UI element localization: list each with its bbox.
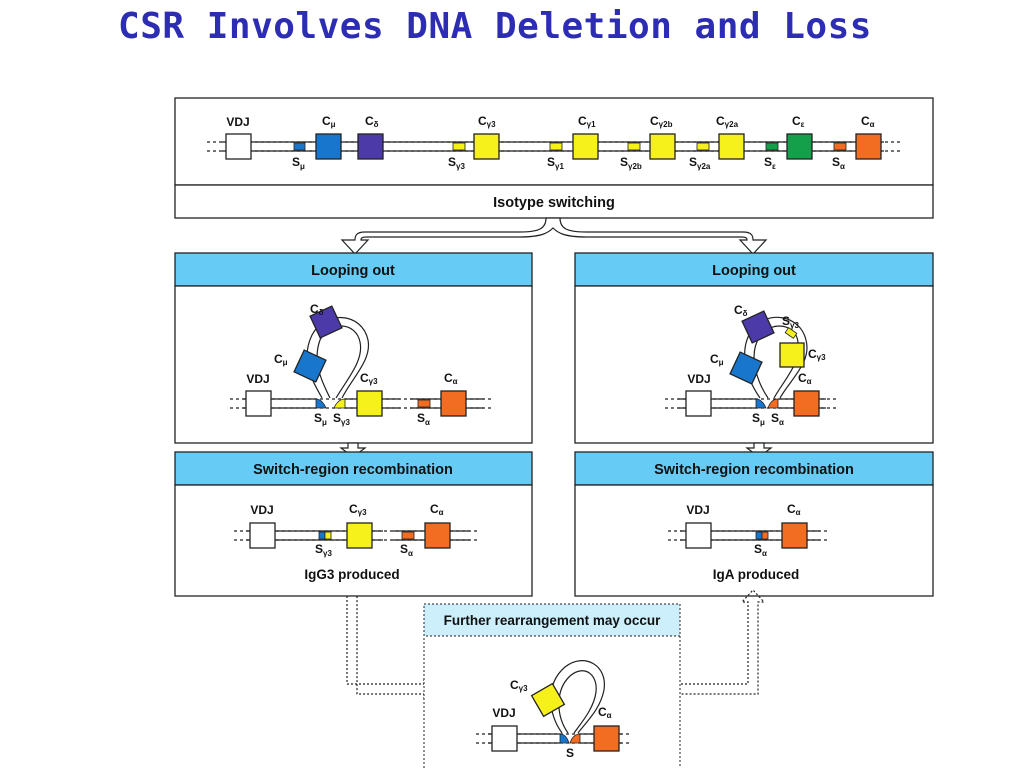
further-s-label: S: [566, 746, 574, 760]
right-loop-c-delta: [741, 310, 775, 344]
c-delta-segment: [357, 133, 384, 160]
right-loop-c-gamma3: [779, 342, 805, 368]
s-epsilon-region: [765, 142, 779, 151]
s-gamma2a-label: Sγ2a: [689, 155, 711, 171]
branch-arrow: [340, 217, 768, 255]
left-loop-s-mu-label: Sμ: [314, 411, 327, 427]
right-recombination-header: Switch-region recombination: [654, 462, 854, 478]
right-recomb-s-alpha-label: Sα: [754, 542, 767, 558]
further-c-gamma3: [530, 682, 566, 718]
c-gamma2a-label: Cγ2a: [716, 114, 739, 129]
left-loop-c-alpha-label: Cα: [444, 371, 458, 386]
c-gamma2b-segment: [649, 133, 676, 160]
right-loop-s-mu-label: Sμ: [752, 411, 765, 427]
left-loop-s-gamma3-label: Sγ3: [333, 411, 350, 427]
left-loop-c-delta-label: Cδ: [310, 302, 324, 317]
right-loop-vdj-label: VDJ: [687, 372, 710, 386]
left-recomb-s-gamma3-label: Sγ3: [315, 542, 332, 558]
c-gamma2a-segment: [718, 133, 745, 160]
vdj-segment: [225, 133, 252, 160]
right-looping-header: Looping out: [712, 263, 796, 279]
s-mu-region: [293, 142, 306, 151]
s-epsilon-label: Sε: [764, 155, 776, 171]
right-loop-c-gamma3-label: Cγ3: [808, 347, 826, 362]
left-recomb-c-alpha-label: Cα: [430, 502, 444, 517]
left-loop-s-alpha-label: Sα: [417, 411, 430, 427]
s-mu-label: Sμ: [292, 155, 305, 171]
c-mu-segment: [315, 133, 342, 160]
left-recomb-s-alpha-label: Sα: [400, 542, 413, 558]
slide-title: CSR Involves DNA Deletion and Loss: [118, 6, 872, 47]
further-rearrangement-panel: Further rearrangement may occur VDJ Cγ3 …: [423, 603, 681, 768]
s-gamma3-region: [452, 142, 466, 151]
s-gamma2a-region: [696, 142, 710, 151]
further-c-alpha-label: Cα: [598, 705, 612, 720]
vdj-label: VDJ: [226, 115, 249, 129]
c-gamma3-label: Cγ3: [478, 114, 496, 129]
right-recomb-c-alpha: [781, 522, 808, 549]
left-looping-header: Looping out: [311, 263, 395, 279]
left-loop-c-alpha: [440, 390, 467, 417]
right-recomb-vdj: [685, 522, 712, 549]
right-loop-s-alpha-label: Sα: [771, 411, 784, 427]
s-gamma3-label: Sγ3: [448, 155, 465, 171]
c-gamma2b-label: Cγ2b: [650, 114, 673, 129]
right-looping-panel: Looping out VDJ Cδ Cμ Sγ3 Cγ3 Cα Sμ Sα: [574, 252, 934, 444]
right-loop-c-mu: [729, 351, 763, 385]
left-recomb-vdj-label: VDJ: [250, 503, 273, 517]
left-recomb-vdj: [249, 522, 276, 549]
s-gamma2b-region: [627, 142, 641, 151]
right-recomb-vdj-label: VDJ: [686, 503, 709, 517]
c-epsilon-segment: [786, 133, 813, 160]
s-alpha-label: Sα: [832, 155, 845, 171]
left-loop-c-delta: [309, 305, 343, 339]
further-rearrangement-label: Further rearrangement may occur: [444, 613, 662, 628]
left-loop-c-gamma3: [356, 390, 383, 417]
further-c-gamma3-label: Cγ3: [510, 678, 528, 693]
right-loop-c-alpha: [793, 390, 820, 417]
c-gamma1-segment: [572, 133, 599, 160]
right-loop-c-delta-label: Cδ: [734, 303, 748, 318]
left-looping-panel: Looping out VDJ Cδ Cμ Cγ3 Sμ Sγ3 Cα: [174, 252, 533, 444]
s-gamma1-region: [549, 142, 563, 151]
right-loop-s-gamma3-label: Sγ3: [782, 314, 799, 330]
left-recomb-c-gamma3: [346, 522, 373, 549]
igg3-produced-label: IgG3 produced: [304, 567, 399, 582]
right-loop-vdj: [685, 390, 712, 417]
left-recombination-panel: Switch-region recombination VDJ Sγ3 Cγ3 …: [174, 451, 533, 597]
iga-produced-label: IgA produced: [713, 567, 800, 582]
c-alpha-label: Cα: [861, 114, 875, 129]
left-loop-vdj: [245, 390, 272, 417]
left-loop-vdj-label: VDJ: [246, 372, 269, 386]
right-recomb-c-alpha-label: Cα: [787, 502, 801, 517]
c-epsilon-label: Cε: [792, 114, 805, 129]
left-loop-c-mu: [293, 349, 327, 383]
further-vdj: [491, 725, 518, 752]
s-alpha-region: [833, 142, 847, 151]
left-loop-c-gamma3-label: Cγ3: [360, 371, 378, 386]
c-gamma1-label: Cγ1: [578, 114, 596, 129]
left-recomb-c-gamma3-label: Cγ3: [349, 502, 367, 517]
left-recombination-header: Switch-region recombination: [253, 462, 453, 478]
right-loop-c-mu-label: Cμ: [710, 352, 724, 367]
right-loop-c-alpha-label: Cα: [798, 371, 812, 386]
isotype-switching-caption: Isotype switching: [493, 195, 615, 211]
left-loop-c-mu-label: Cμ: [274, 352, 288, 367]
germline-locus-panel: Isotype switching VDJ Sμ Cμ Cδ Sγ3 Cγ3 S…: [174, 97, 934, 219]
s-gamma2b-label: Sγ2b: [620, 155, 642, 171]
right-recombination-panel: Switch-region recombination VDJ Sα Cα Ig…: [574, 451, 934, 597]
c-mu-label: Cμ: [322, 114, 336, 129]
s-gamma1-label: Sγ1: [547, 155, 564, 171]
further-vdj-label: VDJ: [492, 706, 515, 720]
left-recomb-c-alpha: [424, 522, 451, 549]
c-gamma3-segment: [473, 133, 500, 160]
c-alpha-segment: [855, 133, 882, 160]
further-c-alpha: [593, 725, 620, 752]
c-delta-label: Cδ: [365, 114, 379, 129]
